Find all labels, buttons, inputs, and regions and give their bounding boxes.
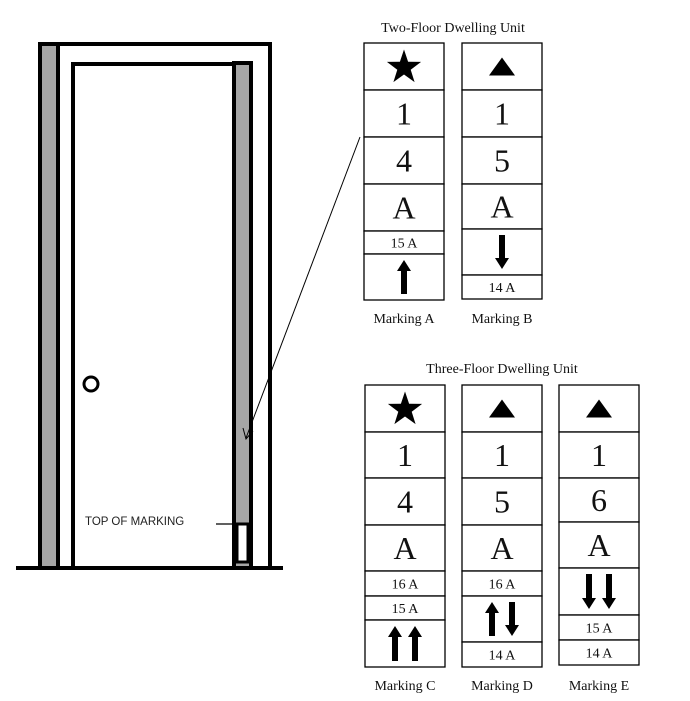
arrow-up-icon — [408, 626, 422, 661]
marking-character: 1 — [494, 437, 510, 473]
triangle-icon — [586, 399, 612, 418]
marking-cell — [364, 524, 446, 572]
marking-cell — [461, 477, 543, 526]
marking-label: Marking E — [569, 679, 629, 694]
door-drawing: TOP OF MARKING — [16, 42, 361, 570]
marking-cell — [461, 431, 543, 479]
marking-cell — [461, 274, 543, 300]
arrow-down-icon — [505, 602, 519, 636]
marking-d: 1 5A 16 A 14 A Marking D — [461, 384, 543, 694]
marking-amperage: 16 A — [489, 578, 517, 593]
marking-cell — [461, 570, 543, 597]
marking-c: 1 4A 16 A 15 A Marking C — [364, 384, 446, 694]
two-floor-title: Two-Floor Dwelling Unit — [381, 21, 525, 36]
marking-cell — [364, 431, 446, 479]
marking-cell — [461, 136, 543, 185]
marking-character: 5 — [494, 484, 510, 520]
marking-a: 1 4A 15 A Marking A — [363, 42, 445, 327]
marking-cell — [558, 431, 640, 479]
three-floor-title: Three-Floor Dwelling Unit — [426, 362, 578, 377]
marking-cell — [363, 136, 445, 185]
marking-amperage: 14 A — [489, 281, 517, 296]
marking-cell — [363, 89, 445, 138]
marking-b: 1 5A 14 A Marking B — [461, 42, 543, 327]
marking-character: A — [587, 527, 610, 563]
arrow-up-icon — [485, 602, 499, 636]
marking-cell — [364, 595, 446, 621]
marking-amperage: 15 A — [586, 622, 614, 637]
marking-character: 1 — [396, 96, 412, 132]
marking-character: 1 — [397, 437, 413, 473]
star-icon — [387, 391, 423, 425]
arrow-up-icon — [397, 260, 411, 294]
door-knob — [82, 375, 100, 393]
marking-cell — [558, 614, 640, 641]
marking-label: Marking B — [471, 312, 532, 327]
arrow-up-icon — [388, 626, 402, 661]
left-jamb — [38, 42, 60, 570]
marking-cell — [461, 183, 543, 230]
marking-location — [235, 522, 250, 564]
marking-cell — [364, 477, 446, 526]
marking-character: A — [490, 530, 513, 566]
marking-amperage: 16 A — [392, 578, 420, 593]
marking-label: Marking C — [374, 679, 435, 694]
pointer-arrowhead — [242, 427, 254, 441]
marking-amperage: 15 A — [391, 237, 419, 252]
marking-cell — [558, 567, 640, 616]
marking-cell — [363, 183, 445, 232]
marking-cell — [461, 89, 543, 138]
marking-character: 4 — [396, 143, 412, 179]
triangle-icon — [489, 399, 515, 418]
marking-character: A — [392, 190, 415, 226]
arrow-down-icon — [582, 574, 596, 609]
marking-cell — [461, 641, 543, 668]
pointer-line — [245, 136, 361, 439]
marking-character: A — [490, 189, 513, 225]
marking-amperage: 14 A — [489, 649, 517, 664]
marking-character: 1 — [591, 437, 607, 473]
marking-character: 5 — [494, 143, 510, 179]
arrow-down-icon — [602, 574, 616, 609]
marking-cell — [558, 521, 640, 569]
marking-character: 1 — [494, 96, 510, 132]
marking-character: A — [393, 530, 416, 566]
top-of-marking-label: TOP OF MARKING — [85, 516, 184, 528]
door-leaf — [71, 62, 253, 570]
marking-cell — [461, 595, 543, 643]
marking-cell — [364, 619, 446, 668]
triangle-icon — [489, 57, 515, 76]
marking-amperage: 14 A — [586, 647, 614, 662]
marking-character: 4 — [397, 484, 413, 520]
marking-label: Marking A — [373, 312, 435, 327]
marking-cell — [558, 639, 640, 666]
right-jamb — [232, 61, 253, 570]
marking-label: Marking D — [471, 679, 533, 694]
arrow-down-icon — [495, 235, 509, 269]
star-icon — [386, 49, 422, 83]
marking-character: 6 — [591, 482, 607, 518]
marking-e: 1 6A 15 A 14 A Marking E — [558, 384, 640, 694]
marking-amperage: 15 A — [392, 602, 420, 617]
